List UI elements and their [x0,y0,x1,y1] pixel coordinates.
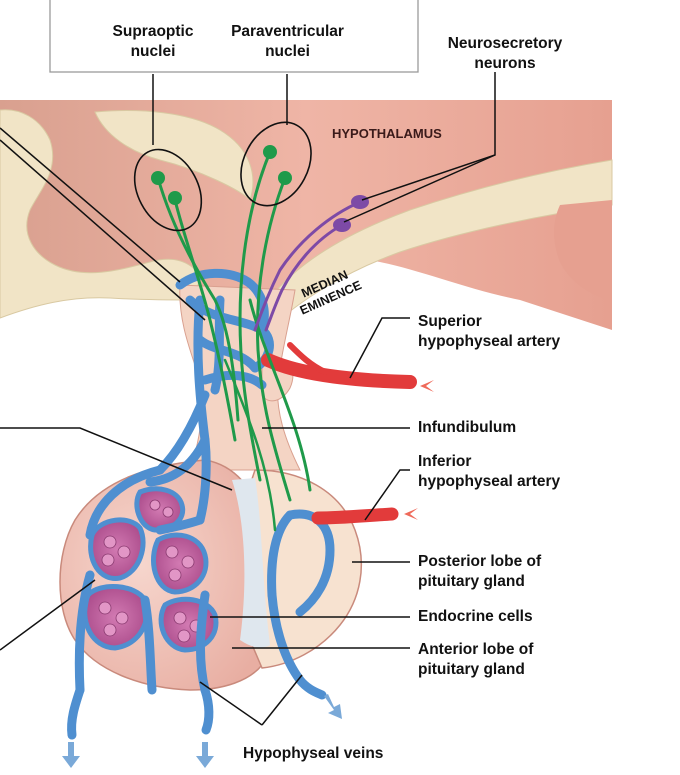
hypophyseal-veins-label: Hypophyseal veins [243,745,384,762]
neurosecretory-neurons [156,150,362,532]
leader-lines [0,72,496,726]
left-bone-shape [0,109,201,319]
vein-outflow-arrows [62,694,342,768]
neuron-cell-bodies [151,145,369,232]
top-label-box [49,0,419,73]
portal-vessels [67,268,335,740]
arteries [261,342,417,525]
supraoptic-nuclei-outline [133,148,203,232]
paraventricular-nuclei-outline [240,121,312,207]
endocrine-cells-label: Endocrine cells [418,608,533,625]
pars-intermedia [232,478,270,648]
hypothalamus-label: HYPOTHALAMUS [332,126,442,141]
infundibulum-label: Infundibulum [418,419,517,436]
arterial-flow-arrows [404,380,452,520]
right-pink-block [554,200,612,300]
